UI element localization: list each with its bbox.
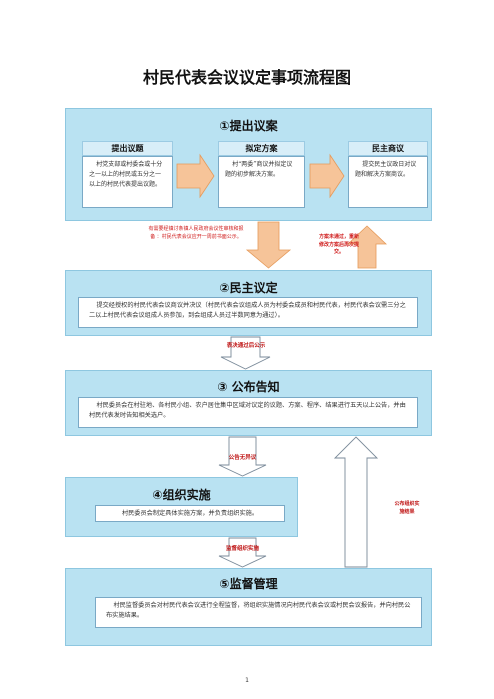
col3-header: 民主商议 [348,141,428,156]
col2-text: 村“两委”商议并拟定议题的初步解决方案。 [218,156,305,208]
col3-text: 提交民主议政日对议题和解决方案商议。 [348,156,428,208]
note-left: 有需要经镇讨条镇人民政府会议性审核和报备 ：村民代表会议应开一周前书面公示。 [148,226,244,240]
arrow-down-3 [218,436,267,477]
arrow-up-feedback [346,225,388,269]
arrow-down-1 [245,221,292,269]
stage5-text: 村民监督委员会对村民代表会议进行全程监督，将组织实施情况向村民代表会议或村民会议… [95,597,422,628]
note-right: 方案未通过，重新修改方案后再次提交。 [319,234,360,255]
arrow-down-4 [218,537,267,568]
link-label-3-4: 公告无异议 [228,455,257,461]
arrow-right-1 [176,153,215,199]
stage1-title: ①提出议案 [219,119,278,133]
col1-header: 提出议题 [82,141,173,156]
stage4-text: 村民委员会制定具体实施方案，并负责组织实施。 [95,505,285,522]
stage4-side-label: 公布组织实施结果 [394,501,420,515]
stage5-title: ⑤监督管理 [219,577,278,591]
stage3-title: ③ 公布告知 [217,380,280,394]
arrow-down-2 [220,336,271,370]
page-title: 村民代表会议议定事项流程图 [142,68,351,87]
col1-text: 村党支部或村委会或十分之一以上的村民或五分之一以上的村民代表提出议题。 [82,156,173,208]
link-label-2-3: 表决通过后公示 [226,343,266,349]
arrow-right-2 [309,153,345,199]
page-number: 1 [245,677,249,684]
link-label-4-5: 监督组织实施 [225,546,259,552]
col2-header: 拟定方案 [218,141,305,156]
stage2-text: 提交经授权的村民代表会议商议并决议（村民代表会议组成人员为村委会成员和村民代表，… [78,297,418,328]
stage3-text: 村民委员会在村驻地、各村民小组、农户居住集中区域对议定的议题、方案、程序、结果进… [78,397,418,428]
stage2-title: ②民主议定 [219,281,278,295]
stage4-title: ④组织实施 [152,488,211,502]
arrow-up-return [333,436,379,568]
